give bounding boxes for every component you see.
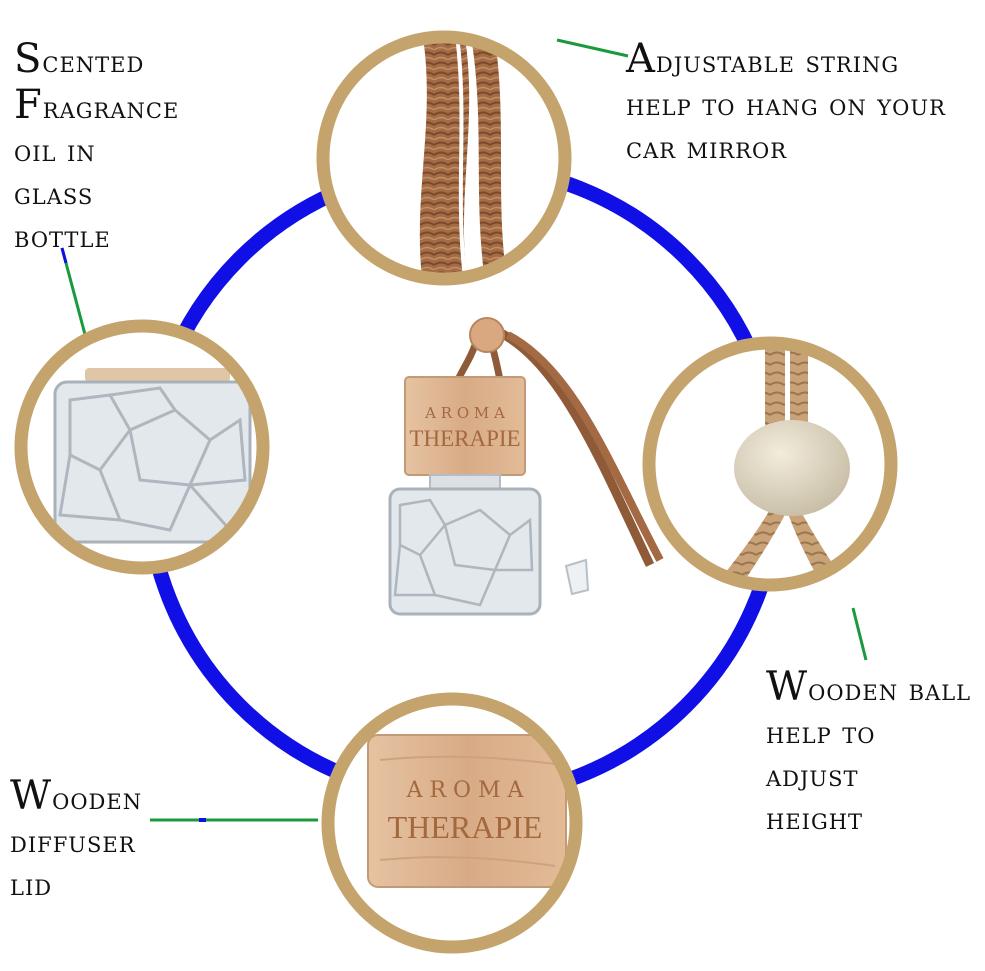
center-brand-line2: THERAPIE — [409, 426, 520, 451]
label-ball-line-2: help to — [766, 716, 876, 751]
label-ball-line-1: Wooden ball — [766, 664, 972, 710]
lid-brand-line1: A R O M A — [406, 778, 525, 803]
label-lid-line-1: Wooden — [10, 773, 143, 819]
label-string-line-1: Adjustable string — [626, 36, 900, 82]
label-ball-line-4: height — [766, 802, 864, 837]
label-scented-line-3: oil in — [14, 134, 96, 169]
car-diffuser-image — [388, 317, 664, 616]
label-scented-line-4: glass — [14, 177, 94, 212]
label-string-line-3: car mirror — [626, 131, 788, 166]
label-scented-line-5: bottle — [14, 220, 111, 255]
label-ball-line-3: adjust — [766, 759, 859, 794]
label-wooden-lid: Wooden diffuser lid — [10, 775, 142, 907]
leader-string — [556, 38, 629, 58]
label-scented-line-1: Scented — [14, 36, 145, 82]
label-lid-line-3: lid — [10, 868, 53, 903]
glass-bottle-image — [14, 319, 270, 575]
label-string-line-2: help to hang on your — [626, 88, 946, 123]
leader-lines — [60, 38, 868, 822]
label-lid-line-2: diffuser — [10, 825, 136, 860]
lid-brand-line2: THERAPIE — [388, 809, 543, 845]
leader-ball — [851, 607, 868, 661]
wooden-lid-image — [321, 692, 583, 954]
leader-scented — [60, 247, 89, 343]
label-scented-fragrance: Scented Fragrance oil in glass bottle — [14, 38, 179, 259]
cord-closeup-image — [316, 30, 572, 286]
center-brand-line1: A R O M A — [424, 404, 505, 422]
label-scented-line-2: Fragrance — [14, 82, 180, 128]
label-adjustable-string: Adjustable string help to hang on your c… — [626, 38, 946, 170]
label-wooden-ball: Wooden ball help to adjust height — [766, 666, 971, 841]
wooden-ball-image — [642, 336, 898, 592]
